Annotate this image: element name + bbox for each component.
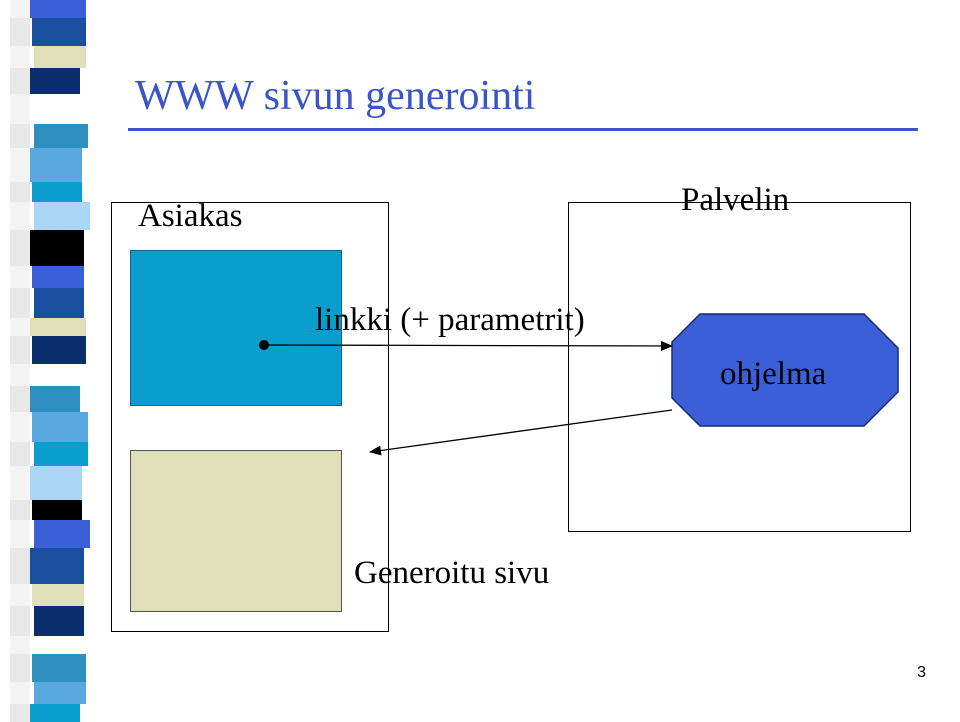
stripe-segment xyxy=(34,288,84,318)
stripe-segment xyxy=(34,442,88,466)
web-page-block xyxy=(130,250,342,406)
stripe-segment xyxy=(30,386,80,412)
stripe-segment xyxy=(30,0,86,18)
stripe-segment xyxy=(30,548,84,584)
stripe-segment xyxy=(30,68,80,94)
stripe-shadow xyxy=(10,364,30,386)
link-label: linkki (+ parametrit) xyxy=(315,302,585,338)
stripe-shadow xyxy=(10,318,30,336)
server-label: Palvelin xyxy=(681,182,790,218)
program-shape xyxy=(671,313,899,427)
stripe-shadow xyxy=(10,266,30,288)
stripe-shadow xyxy=(10,46,30,68)
server-box xyxy=(568,202,911,532)
stripe-segment xyxy=(32,500,82,520)
response-arrow xyxy=(369,409,673,456)
stripe-segment xyxy=(30,636,86,654)
generated-page-block xyxy=(130,450,342,612)
stripe-segment xyxy=(34,46,86,68)
stripe-shadow xyxy=(10,466,30,500)
generated-page-label: Generoitu sivu xyxy=(354,555,550,591)
stripe-shadow xyxy=(10,548,30,584)
client-box xyxy=(111,202,389,632)
request-arrow xyxy=(263,340,673,351)
stripe-segment xyxy=(34,606,84,636)
stripe-shadow xyxy=(10,336,30,364)
stripe-segment xyxy=(34,202,90,230)
stripe-segment xyxy=(34,364,86,386)
stripe-shadow xyxy=(10,682,30,704)
stripe-segment xyxy=(34,124,88,148)
stripe-shadow xyxy=(10,202,30,230)
stripe-shadow xyxy=(10,442,30,466)
stripe-shadow xyxy=(10,0,30,18)
stripe-segment xyxy=(32,336,86,364)
slide-title: WWW sivun generointi xyxy=(135,73,536,119)
stripe-shadow xyxy=(10,654,30,682)
stripe-shadow xyxy=(10,182,30,202)
stripe-segment xyxy=(34,520,90,548)
title-underline xyxy=(128,128,918,131)
stripe-shadow xyxy=(10,636,30,654)
stripe-shadow xyxy=(10,584,30,606)
stripe-shadow xyxy=(10,148,30,182)
stripe-shadow xyxy=(10,412,30,442)
stripe-shadow xyxy=(10,606,30,636)
stripe-shadow xyxy=(10,386,30,412)
stripe-segment xyxy=(30,704,80,722)
stripe-shadow xyxy=(10,288,30,318)
stripe-segment xyxy=(30,466,82,500)
stripe-shadow xyxy=(10,18,30,46)
page-number: 3 xyxy=(917,664,926,681)
stripe-segment xyxy=(32,18,86,46)
stripe-shadow xyxy=(10,500,30,520)
stripe-segment xyxy=(32,266,84,288)
decorative-stripes xyxy=(10,0,90,722)
stripe-shadow xyxy=(10,94,30,124)
program-label: ohjelma xyxy=(720,356,827,392)
stripe-shadow xyxy=(10,520,30,548)
stripe-shadow xyxy=(10,230,30,266)
stripe-shadow xyxy=(10,68,30,94)
stripe-segment xyxy=(32,94,88,124)
stripe-segment xyxy=(30,148,82,182)
stripe-segment xyxy=(30,318,86,336)
stripe-segment xyxy=(30,230,84,266)
stripe-shadow xyxy=(10,704,30,722)
stripe-segment xyxy=(32,412,88,442)
stripe-segment xyxy=(32,182,82,202)
stripe-shadow xyxy=(10,124,30,148)
client-label: Asiakas xyxy=(138,198,243,234)
stripe-segment xyxy=(34,682,86,704)
stripe-segment xyxy=(32,584,84,606)
stripe-segment xyxy=(32,654,86,682)
